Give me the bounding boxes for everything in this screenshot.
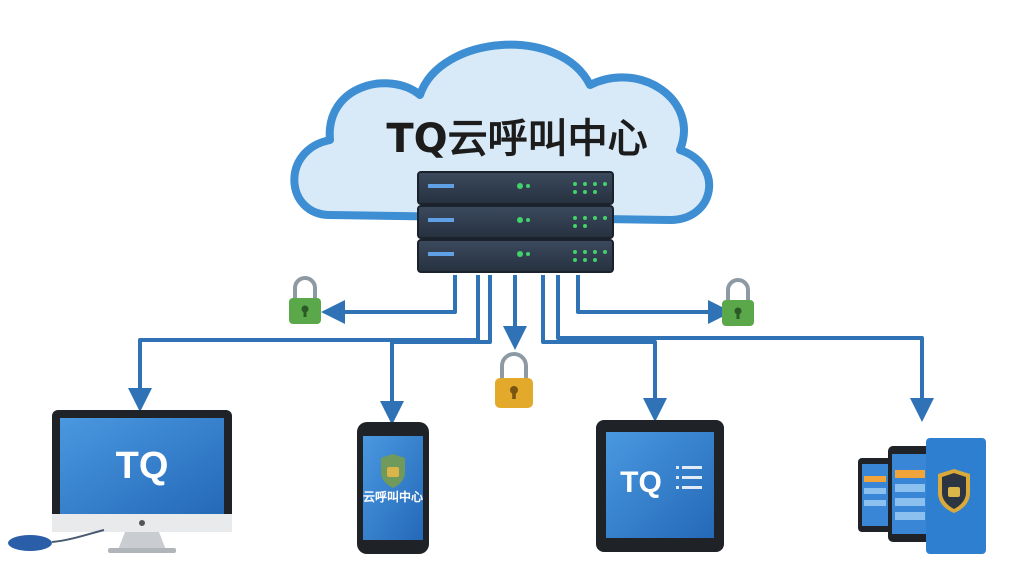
smartphone-icon — [357, 422, 429, 554]
arrow-to-phone — [380, 275, 492, 425]
arrow-to-green-lock-left — [321, 275, 457, 324]
arrow-to-mobile-screens — [556, 275, 934, 422]
arrow-to-green-lock-right — [576, 275, 732, 324]
arrow-to-monitor — [128, 275, 480, 412]
shield-lock-icon — [381, 454, 405, 488]
padlock-icon — [495, 352, 533, 408]
arrow-to-tablet — [541, 275, 667, 422]
tablet-screen-label: TQ — [620, 466, 662, 499]
cloud-title: TQ云呼叫中心 — [386, 116, 647, 162]
mobile-app-screens-icon — [858, 438, 986, 554]
mouse-icon — [8, 529, 105, 551]
connectors — [128, 275, 934, 425]
monitor-screen-label: TQ — [116, 445, 169, 487]
desktop-monitor-icon — [52, 410, 232, 553]
phone-screen-label: 云呼叫中心 — [363, 489, 423, 504]
tablet-icon — [596, 420, 724, 552]
padlock-icon — [722, 278, 754, 326]
server-rack-icon — [417, 171, 614, 273]
shield-lock-icon — [938, 469, 970, 513]
padlock-icon — [289, 276, 321, 324]
